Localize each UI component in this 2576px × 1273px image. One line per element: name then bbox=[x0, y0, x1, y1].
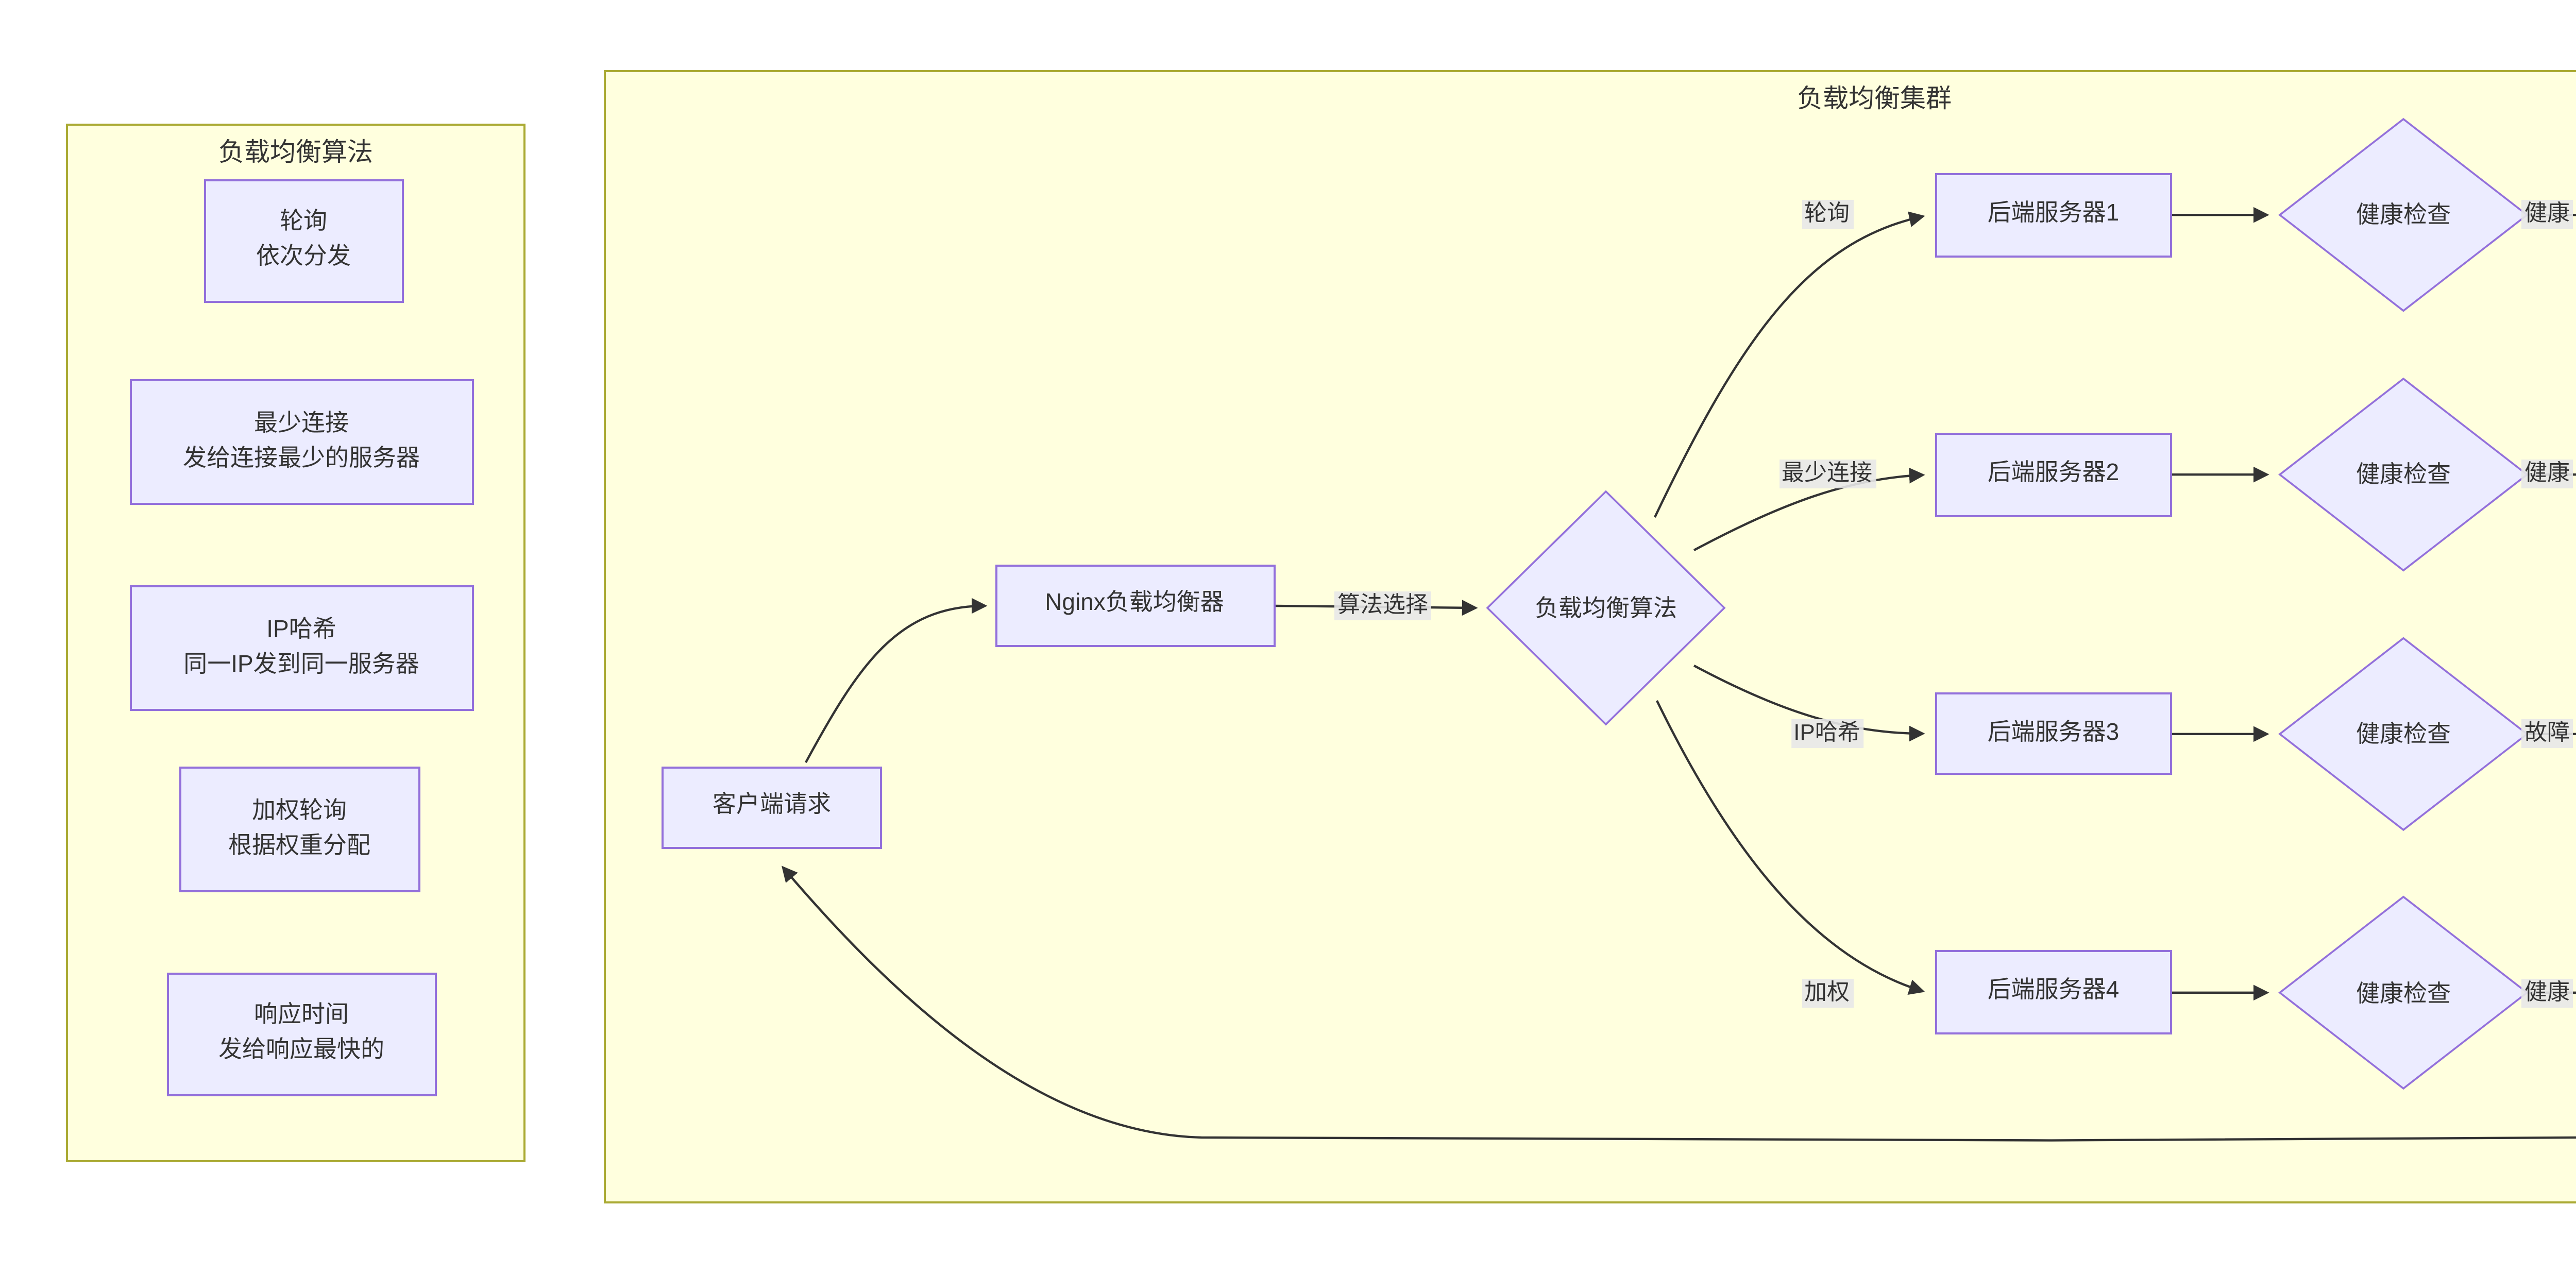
edge-label-status: 故障 bbox=[2521, 719, 2573, 749]
algo-box-round-robin: 轮询 依次分发 bbox=[204, 179, 403, 303]
health-check-label: 健康检查 bbox=[2356, 464, 2451, 489]
algo-box-line: 加权轮询 bbox=[252, 799, 347, 823]
edge-label-branch: IP哈希 bbox=[1790, 719, 1863, 749]
algo-box-least-conn: 最少连接 发给连接最少的服务器 bbox=[129, 379, 474, 505]
algo-box-line: 最少连接 bbox=[254, 411, 349, 436]
algo-box-line: 轮询 bbox=[280, 210, 327, 235]
algo-box-line: 根据权重分配 bbox=[228, 834, 370, 858]
algo-box-line: 发给响应最快的 bbox=[218, 1038, 384, 1062]
nginx-node: Nginx负载均衡器 bbox=[994, 564, 1275, 647]
algo-box-line: IP哈希 bbox=[266, 617, 336, 642]
health-check-label: 健康检查 bbox=[2356, 982, 2451, 1007]
health-check-label: 健康检查 bbox=[2356, 205, 2451, 230]
edge-label-algo-select: 算法选择 bbox=[1334, 591, 1431, 620]
node-label: 后端服务器1 bbox=[1987, 201, 2120, 226]
algorithm-diamond-label: 负载均衡算法 bbox=[1535, 598, 1677, 622]
lb-cluster bbox=[604, 69, 2576, 1202]
algo-box-line: 依次分发 bbox=[256, 245, 351, 270]
server4-node: 后端服务器4 bbox=[1936, 950, 2171, 1034]
client-request-node: 客户端请求 bbox=[662, 766, 882, 849]
server2-node: 后端服务器2 bbox=[1936, 433, 2171, 516]
algo-box-line: 响应时间 bbox=[254, 1003, 349, 1027]
algo-box-response-time: 响应时间 发给响应最快的 bbox=[166, 972, 437, 1095]
algo-box-line: 发给连接最少的服务器 bbox=[183, 446, 420, 471]
health-check-label: 健康检查 bbox=[2356, 723, 2451, 749]
node-label: Nginx负载均衡器 bbox=[1045, 592, 1224, 617]
edge-label-branch: 最少连接 bbox=[1778, 460, 1875, 489]
edge-label-status: 健康 bbox=[2521, 978, 2573, 1007]
algo-box-ip-hash: IP哈希 同一IP发到同一服务器 bbox=[129, 585, 474, 711]
node-label: 后端服务器4 bbox=[1987, 979, 2120, 1004]
algorithms-cluster-title: 负载均衡算法 bbox=[218, 138, 373, 167]
server1-node: 后端服务器1 bbox=[1936, 173, 2171, 257]
algo-box-line: 同一IP发到同一服务器 bbox=[183, 652, 419, 677]
node-label: 后端服务器2 bbox=[1987, 461, 2120, 486]
node-label: 客户端请求 bbox=[713, 794, 831, 819]
edge-label-status: 健康 bbox=[2521, 460, 2573, 489]
server3-node: 后端服务器3 bbox=[1936, 692, 2171, 776]
edge-label-status: 健康 bbox=[2521, 200, 2573, 230]
algo-box-weighted: 加权轮询 根据权重分配 bbox=[178, 767, 420, 892]
edge-label-branch: 加权 bbox=[1801, 978, 1853, 1007]
lb-cluster-title: 负载均衡集群 bbox=[1797, 84, 1952, 113]
edge-label-branch: 轮询 bbox=[1801, 200, 1853, 230]
node-label: 后端服务器3 bbox=[1987, 720, 2120, 745]
